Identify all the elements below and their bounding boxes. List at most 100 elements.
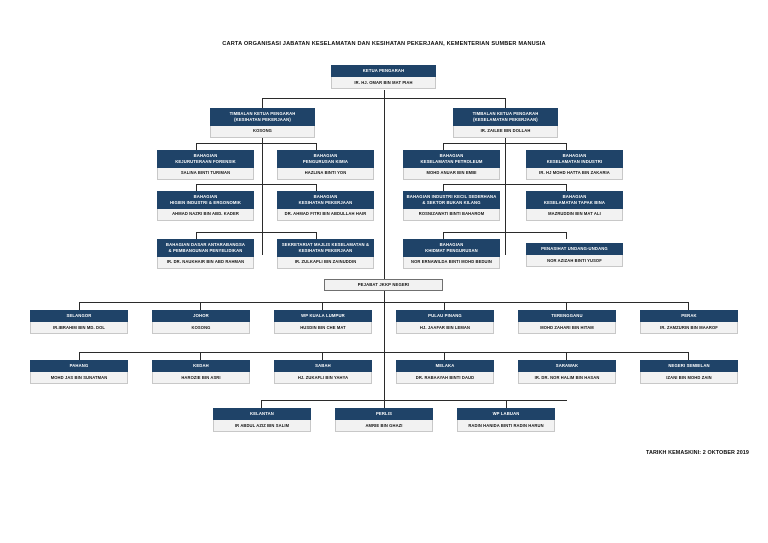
page-title: CARTA ORGANISASI JABATAN KESELAMATAN DAN… (222, 41, 546, 47)
last-updated-label: TARIKH KEMASKINI: 2 OKTOBER 2019 (645, 450, 749, 456)
node-division-pengurusan-kimia[interactable]: BAHAGIAN PENGURUSAN KIMIA HAZLINA BINTI … (277, 150, 374, 180)
node-name: IR. ZULKAPLI BIN ZAINUDDIN (277, 256, 374, 269)
node-name: DR. AHMAD FITRI BIN ABDULLAH HAIR (277, 208, 374, 221)
node-name: AHMAD NAZRI BIN ABD. KADER (157, 208, 254, 221)
connector (443, 232, 505, 233)
state-officer: RADIN HANIDA BINTI RADIN HARUN (457, 420, 555, 433)
node-name: MAZRUDDIN BIN MAT ALI (526, 208, 623, 221)
state-name: WP KUALA LUMPUR (274, 310, 372, 323)
node-division-kejuruteraan-forensik[interactable]: BAHAGIAN KEJURUTERAAN FORENSIK SALINA BI… (157, 150, 254, 180)
node-name: MOHD ANUAR BIN EMBI (403, 167, 500, 180)
node-role-line2: PENGURUSAN KIMIA (302, 158, 349, 164)
node-state-terengganu[interactable]: TERENGGANU MOHD ZAHARI BIN HITAM (518, 310, 616, 335)
connector (79, 352, 688, 353)
connector (79, 352, 80, 360)
node-division-keselamatan-tapak-bina[interactable]: BAHAGIAN KESELAMATAN TAPAK BINA MAZRUDDI… (526, 191, 623, 221)
state-name: KEDAH (152, 360, 250, 373)
node-role: BAHAGIAN DASAR ANTARABANGSA & PEMBANGUNA… (157, 239, 254, 257)
node-role-line2: HIGIEN INDUSTRI & ERGONOMIK (169, 199, 242, 205)
connector (262, 232, 316, 233)
node-state-pahang[interactable]: PAHANG MOHD JAS BIN SUNATMAN (30, 360, 128, 385)
node-deputy-keselamatan[interactable]: TIMBALAN KETUA PENGARAH (KESELAMATAN PEK… (453, 108, 558, 138)
node-name: ROSNIZAWATI BINTI BAHAROM (403, 208, 500, 221)
node-role-line2: KESELAMATAN PETROLEUM (420, 158, 483, 164)
node-role-line1: BAHAGIAN (313, 193, 338, 199)
node-ketua-pengarah[interactable]: KETUA PENGARAH IR. HJ. OMAR BIN MAT PIAH (331, 65, 436, 90)
node-state-kelantan[interactable]: KELANTAN IR ABDUL AZIZ BIN SALIM (213, 408, 311, 433)
node-deputy-kesihatan[interactable]: TIMBALAN KETUA PENGARAH (KESIHATAN PEKER… (210, 108, 315, 138)
node-division-keselamatan-petroleum[interactable]: BAHAGIAN KESELAMATAN PETROLEUM MOHD ANUA… (403, 150, 500, 180)
node-role-line1: BAHAGIAN (562, 193, 587, 199)
node-sekretariat-majlis-kkp[interactable]: SEKRETARIAT MAJLIS KESELAMATAN & KESIHAT… (277, 239, 374, 269)
node-role: BAHAGIAN KEJURUTERAAN FORENSIK (157, 150, 254, 168)
connector (79, 302, 80, 310)
state-name: KELANTAN (213, 408, 311, 421)
state-name: SABAH (274, 360, 372, 373)
node-role-line1: TIMBALAN KETUA PENGARAH (472, 110, 539, 116)
node-division-higien-industri-ergonomik[interactable]: BAHAGIAN HIGIEN INDUSTRI & ERGONOMIK AHM… (157, 191, 254, 221)
node-role-line1: BAHAGIAN (193, 152, 218, 158)
node-state-johor[interactable]: JOHOR KOSONG (152, 310, 250, 335)
node-state-wp-kuala-lumpur[interactable]: WP KUALA LUMPUR HUSDIN BIN CHE MAT (274, 310, 372, 335)
connector (261, 400, 567, 401)
state-name: PULAU PINANG (396, 310, 494, 323)
connector (443, 143, 444, 150)
node-state-wp-labuan[interactable]: WP LABUAN RADIN HANIDA BINTI RADIN HARUN (457, 408, 555, 433)
state-name: SARAWAK (518, 360, 616, 373)
node-name: IR. HJ. OMAR BIN MAT PIAH (331, 77, 436, 90)
node-name: HAZLINA BINTI YON (277, 167, 374, 180)
node-state-sarawak[interactable]: SARAWAK IR. DR. NOR HALIM BIN HASAN (518, 360, 616, 385)
connector (200, 352, 201, 360)
connector (566, 302, 567, 310)
node-role-line1: BAHAGIAN (562, 152, 587, 158)
connector (261, 400, 262, 408)
node-name: NOR AZIZAH BINTI YUSOF (526, 255, 623, 268)
node-penasihat-undang-undang[interactable]: PENASIHAT UNDANG-UNDANG NOR AZIZAH BINTI… (526, 243, 623, 268)
node-role: BAHAGIAN HIGIEN INDUSTRI & ERGONOMIK (157, 191, 254, 209)
node-role-line2: KESELAMATAN INDUSTRI (546, 158, 603, 164)
node-role-line2: KESIHATAN PEKERJAAN (298, 247, 353, 253)
node-state-pulau-pinang[interactable]: PULAU PINANG HJ. JAAFAR BIN LEMAN (396, 310, 494, 335)
node-name: NOR ERNAWILDA BINTI MOHD BEDUIN (403, 256, 500, 269)
node-state-selangor[interactable]: SELANGOR IR.IBRAHIM BIN MD. DOL (30, 310, 128, 335)
node-role: KETUA PENGARAH (331, 65, 436, 78)
node-state-negeri-sembilan[interactable]: NEGERI SEMBILAN IZANI BIN MOHD ZAIN (640, 360, 738, 385)
node-division-industri-kecil-sederhana[interactable]: BAHAGIAN INDUSTRI KECIL SEDERHANA & SEKT… (403, 191, 500, 221)
node-state-perlis[interactable]: PERLIS AMRIE BIN GHAZI (335, 408, 433, 433)
node-division-khidmat-pengurusan[interactable]: BAHAGIAN KHIDMAT PENGURUSAN NOR ERNAWILD… (403, 239, 500, 269)
connector (322, 352, 323, 360)
node-state-melaka[interactable]: MELAKA DR. RABAAYAH BINTI DAUD (396, 360, 494, 385)
node-role: BAHAGIAN KHIDMAT PENGURUSAN (403, 239, 500, 257)
connector (505, 232, 566, 233)
node-division-dasar-antarabangsa[interactable]: BAHAGIAN DASAR ANTARABANGSA & PEMBANGUNA… (157, 239, 254, 269)
connector (566, 143, 567, 150)
connector (196, 143, 197, 150)
state-name: MELAKA (396, 360, 494, 373)
node-division-keselamatan-industri[interactable]: BAHAGIAN KESELAMATAN INDUSTRI IR. HJ MOH… (526, 150, 623, 180)
connector (505, 184, 566, 185)
state-officer: KOSONG (152, 322, 250, 335)
node-role: BAHAGIAN KESIHATAN PEKERJAAN (277, 191, 374, 209)
connector (316, 232, 317, 239)
node-pejabat-jkkp-negeri[interactable]: PEJABAT JKKP NEGERI (324, 279, 443, 292)
node-name: IR. HJ MOHD HATTA BIN ZAKARIA (526, 167, 623, 180)
node-role: TIMBALAN KETUA PENGARAH (KESELAMATAN PEK… (453, 108, 558, 126)
node-state-perak[interactable]: PERAK IR. ZAMZURIN BIN MAAROF (640, 310, 738, 335)
node-division-kesihatan-pekerjaan[interactable]: BAHAGIAN KESIHATAN PEKERJAAN DR. AHMAD F… (277, 191, 374, 221)
node-role-line1: BAHAGIAN (313, 152, 338, 158)
state-name: PAHANG (30, 360, 128, 373)
connector (566, 352, 567, 360)
state-name: SELANGOR (30, 310, 128, 323)
connector (262, 143, 316, 144)
node-role: BAHAGIAN INDUSTRI KECIL SEDERHANA & SEKT… (403, 191, 500, 209)
node-role-line1: TIMBALAN KETUA PENGARAH (229, 110, 296, 116)
node-state-sabah[interactable]: SABAH HJ. ZUKAFLI BIN YAHYA (274, 360, 372, 385)
state-officer: HUSDIN BIN CHE MAT (274, 322, 372, 335)
connector (444, 352, 445, 360)
node-state-kedah[interactable]: KEDAH HAROZIE BIN ASRI (152, 360, 250, 385)
state-officer: HJ. ZUKAFLI BIN YAHYA (274, 372, 372, 385)
node-role-line2: (KESELAMATAN PEKERJAAN) (473, 116, 538, 122)
connector (383, 98, 385, 280)
state-officer: IR. DR. NOR HALIM BIN HASAN (518, 372, 616, 385)
node-role-line2: KHIDMAT PENGURUSAN (425, 247, 478, 253)
